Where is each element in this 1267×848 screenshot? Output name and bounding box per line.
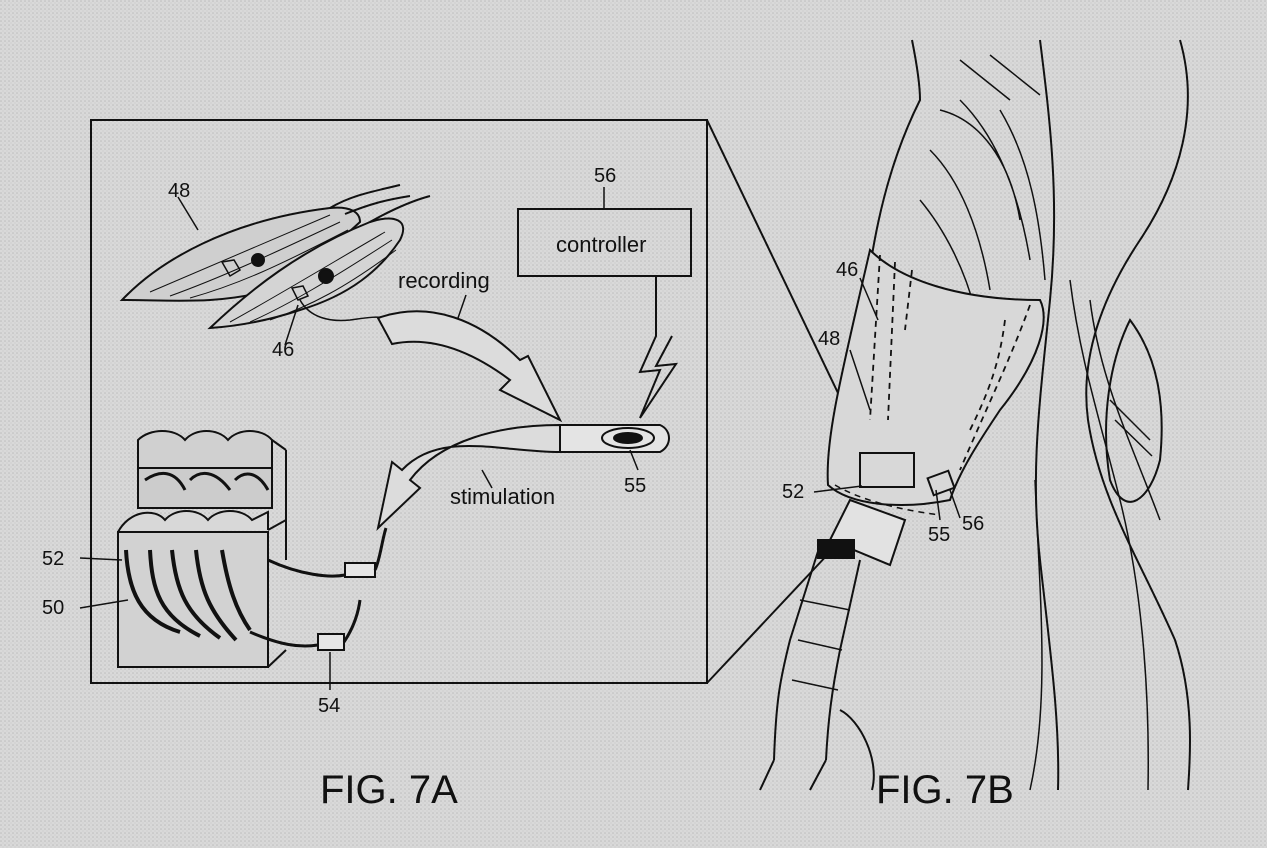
- leader-46-a: [284, 304, 299, 346]
- leader-7b-56: [949, 489, 961, 519]
- implanted-muscles-dashed: [869, 254, 1031, 471]
- label-7b-55: 55: [928, 524, 950, 546]
- thigh-muscle-line: [1034, 39, 1060, 791]
- leader-recording: [457, 294, 467, 319]
- fig-7a: [79, 119, 839, 690]
- recording-arrow: [376, 310, 563, 423]
- label-7a-52: 52: [42, 548, 64, 570]
- label-7a-56: 56: [594, 165, 616, 187]
- residual-limb-socket: [826, 248, 1045, 506]
- leader-7b-55: [935, 489, 941, 521]
- tissue-block: [117, 430, 388, 690]
- label-7a-46: 46: [272, 339, 294, 361]
- leader-50: [79, 599, 129, 609]
- prosthetic-pylon: [773, 544, 861, 761]
- leader-stimulation: [481, 469, 493, 489]
- zoom-line-bottom: [706, 551, 831, 684]
- caption-fig-7b: FIG. 7B: [876, 768, 1014, 812]
- prosthetic-adapter: [828, 498, 907, 567]
- leader-48: [177, 196, 199, 231]
- implant-52-box: [859, 452, 915, 488]
- fig-7a-frame: [90, 119, 708, 684]
- stimulation-label: stimulation: [450, 484, 555, 509]
- muscle-48: [119, 184, 411, 302]
- label-7a-55: 55: [624, 475, 646, 497]
- leader-7b-52: [813, 485, 863, 493]
- caption-fig-7a: FIG. 7A: [320, 768, 458, 812]
- label-7a-54: 54: [318, 695, 340, 717]
- leader-7b-48: [849, 349, 871, 411]
- leader-7b-46: [859, 277, 879, 321]
- muscle-46: [207, 195, 431, 330]
- leg-outline-right: [1085, 39, 1192, 791]
- controller-label: controller: [556, 232, 646, 257]
- thigh-muscle-striations: [919, 99, 1046, 311]
- zoom-line-top: [706, 119, 839, 394]
- label-7a-50: 50: [42, 597, 64, 619]
- label-7b-46: 46: [836, 259, 858, 281]
- label-7a-48: 48: [168, 180, 190, 202]
- wireless-signal-icon: [638, 276, 679, 419]
- fig-7b: [759, 39, 1192, 791]
- label-7b-48: 48: [818, 328, 840, 350]
- implant-55-box: [926, 469, 956, 497]
- recording-label: recording: [398, 268, 490, 293]
- label-7b-52: 52: [782, 481, 804, 503]
- prosthetic-clamp: [817, 539, 855, 559]
- stimulation-arrow: [376, 423, 561, 531]
- leader-52: [79, 557, 123, 561]
- label-7b-56: 56: [962, 513, 984, 535]
- implant-55: [559, 424, 670, 471]
